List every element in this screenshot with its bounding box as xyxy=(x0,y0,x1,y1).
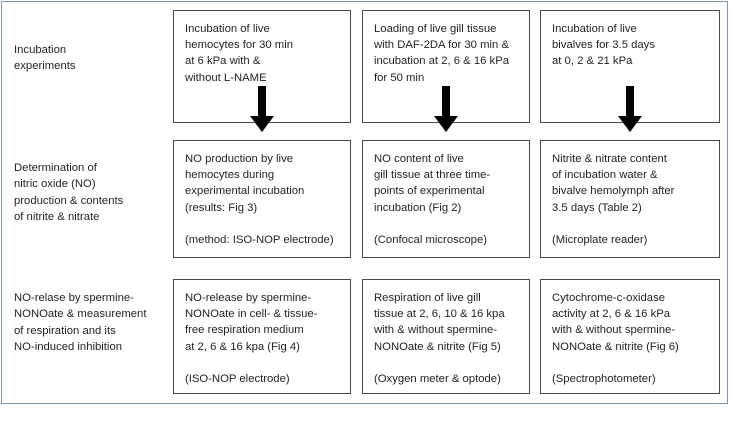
flow-box-r1c3: Incubation of live bivalves for 3.5 days… xyxy=(540,10,720,123)
flow-box-r2c2-method: (Confocal microscope) xyxy=(374,233,488,246)
flow-box-r3c2-method: (Oxygen meter & optode) xyxy=(374,372,501,385)
flow-box-r1c2-text: Loading of live gill tissue with DAF-2DA… xyxy=(374,23,510,84)
flow-box-r1c1: Incubation of live hemocytes for 30 min … xyxy=(173,10,351,123)
flow-box-r2c3: Nitrite & nitrate content of incubation … xyxy=(540,140,720,258)
experiment-flow-diagram: Incubation experiments Determination of … xyxy=(2,2,729,405)
flow-box-r3c1: NO-release by spermine- NONOate in cell-… xyxy=(173,279,351,394)
flow-box-r3c3-method: (Spectrophotometer) xyxy=(552,372,656,385)
flow-box-r2c2-text: NO content of live gill tissue at three … xyxy=(374,153,491,214)
flow-box-r2c1-method: (method: ISO-NOP electrode) xyxy=(185,233,334,246)
flow-box-r3c1-text: NO-release by spermine- NONOate in cell-… xyxy=(185,292,318,353)
flow-box-r3c3-text: Cytochrome-c-oxidase activity at 2, 6 & … xyxy=(552,292,679,353)
flow-box-r2c1: NO production by live hemocytes during e… xyxy=(173,140,351,258)
flow-box-r1c2: Loading of live gill tissue with DAF-2DA… xyxy=(362,10,530,123)
flow-box-r3c3: Cytochrome-c-oxidase activity at 2, 6 & … xyxy=(540,279,720,394)
flow-box-r2c3-method: (Microplate reader) xyxy=(552,233,648,246)
flow-box-r3c1-method: (ISO-NOP electrode) xyxy=(185,372,290,385)
row-label-no-release-respiration: NO-relase by spermine- NONOate & measure… xyxy=(14,292,147,354)
flow-box-r1c3-text: Incubation of live bivalves for 3.5 days… xyxy=(552,23,655,68)
flow-box-r2c2: NO content of live gill tissue at three … xyxy=(362,140,530,258)
flow-box-r2c1-text: NO production by live hemocytes during e… xyxy=(185,153,305,214)
figure-frame: Incubation experiments Determination of … xyxy=(1,1,728,404)
flow-box-r3c2-text: Respiration of live gill tissue at 2, 6,… xyxy=(374,292,505,353)
flow-box-r1c1-text: Incubation of live hemocytes for 30 min … xyxy=(185,23,293,84)
row-label-no-determination: Determination of nitric oxide (NO) produ… xyxy=(14,162,124,224)
flow-box-r2c3-text: Nitrite & nitrate content of incubation … xyxy=(552,153,675,214)
flow-box-r3c2: Respiration of live gill tissue at 2, 6,… xyxy=(362,279,530,394)
row-label-incubation-experiments: Incubation experiments xyxy=(14,44,76,73)
